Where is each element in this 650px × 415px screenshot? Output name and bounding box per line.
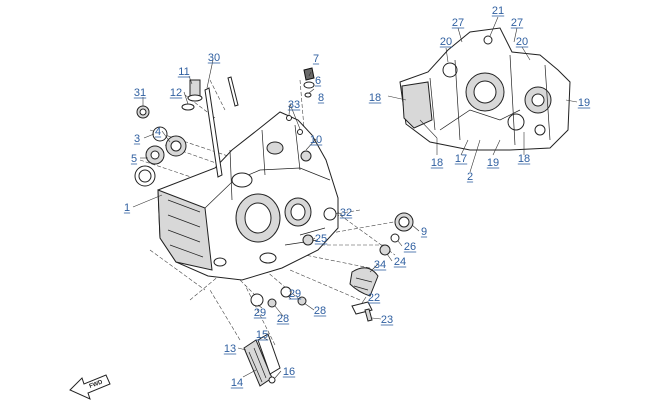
callout-c28b: 28 xyxy=(314,305,326,317)
callout-c27a: 27 xyxy=(452,17,464,29)
callout-c10: 10 xyxy=(310,134,322,146)
callout-c18a: 18 xyxy=(369,92,381,104)
callout-c20b: 20 xyxy=(516,36,528,48)
callout-c9: 9 xyxy=(421,226,427,238)
callout-c24: 24 xyxy=(394,256,406,268)
callout-c28a: 28 xyxy=(277,313,289,325)
callout-c12: 12 xyxy=(170,87,182,99)
callout-c21: 21 xyxy=(492,5,504,17)
callout-c11: 11 xyxy=(178,66,189,78)
callout-c15: 15 xyxy=(256,329,268,341)
callout-c1: 1 xyxy=(124,202,130,214)
callout-c27b: 27 xyxy=(511,17,523,29)
callout-c13: 13 xyxy=(224,343,236,355)
callout-c7: 7 xyxy=(313,53,319,65)
crankcase-right-half xyxy=(399,27,571,151)
callout-c33: 33 xyxy=(288,99,300,111)
callout-c18c: 18 xyxy=(518,153,530,165)
callout-c6: 6 xyxy=(315,75,321,87)
small-parts xyxy=(134,67,414,387)
callout-c26: 26 xyxy=(404,241,416,253)
callout-c25: 25 xyxy=(315,233,327,245)
callout-c4: 4 xyxy=(155,126,161,138)
callout-c5: 5 xyxy=(131,153,137,165)
callout-c23: 23 xyxy=(381,314,393,326)
callout-c3: 3 xyxy=(134,133,140,145)
callout-c8: 8 xyxy=(318,92,324,104)
callout-c14: 14 xyxy=(231,377,243,389)
fwd-arrow-icon: FWD xyxy=(69,374,111,400)
callout-c29b: 29 xyxy=(289,288,301,300)
callout-c2: 2 xyxy=(467,171,473,183)
callout-c18b: 18 xyxy=(431,157,443,169)
callout-c19b: 19 xyxy=(487,157,499,169)
callout-c17: 17 xyxy=(455,153,467,165)
crankcase-left-half xyxy=(157,111,339,281)
callout-c22: 22 xyxy=(368,292,380,304)
callout-c31: 31 xyxy=(134,87,146,99)
callout-c30: 30 xyxy=(208,52,220,64)
callout-c19a: 19 xyxy=(578,97,590,109)
callout-c20a: 20 xyxy=(440,36,452,48)
callout-c16: 16 xyxy=(283,366,295,378)
callout-c32: 32 xyxy=(340,207,352,219)
leader-lines xyxy=(132,16,578,379)
fwd-arrow-label: FWD xyxy=(89,379,105,390)
callout-c34: 34 xyxy=(374,259,386,271)
callout-c29a: 29 xyxy=(254,307,266,319)
